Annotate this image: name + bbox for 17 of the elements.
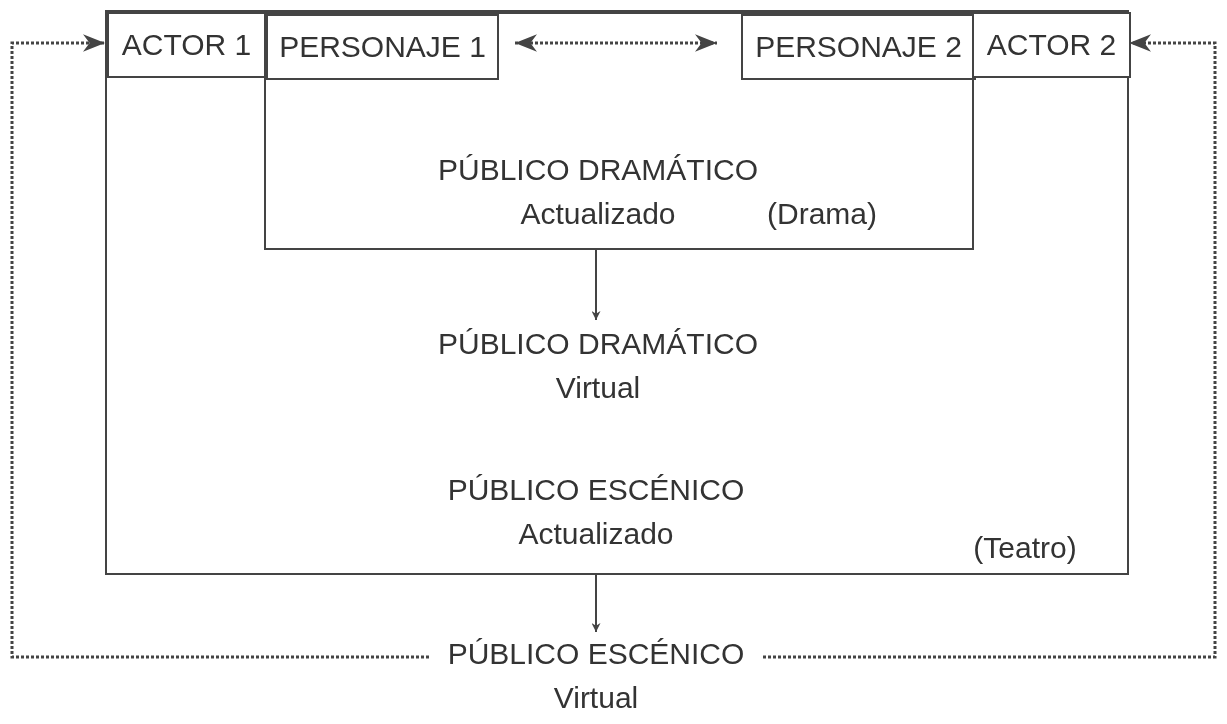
box-heading: PÚBLICO ESCÉNICO Actualizado (446, 472, 746, 552)
node-text: PÚBLICO DRAMÁTICO Virtual (413, 322, 783, 410)
node-text: PÚBLICO ESCÉNICO Virtual (421, 632, 771, 720)
dotted-arrow (763, 34, 1217, 659)
arrow (591, 247, 601, 321)
dotted-arrow (10, 34, 429, 659)
dotted-arrow (515, 34, 717, 52)
label-box: PERSONAJE 2 (741, 14, 976, 80)
label-box: PERSONAJE 1 (266, 14, 499, 80)
label-box: ACTOR 2 (972, 12, 1131, 78)
box-note: (Drama) (766, 196, 878, 232)
frame-box (105, 10, 1129, 575)
box-heading: PÚBLICO DRAMÁTICO Actualizado (436, 152, 759, 232)
arrow (591, 574, 601, 633)
frame-box (264, 12, 974, 250)
box-note: (Teatro) (972, 530, 1078, 566)
label-box: ACTOR 1 (107, 12, 266, 78)
